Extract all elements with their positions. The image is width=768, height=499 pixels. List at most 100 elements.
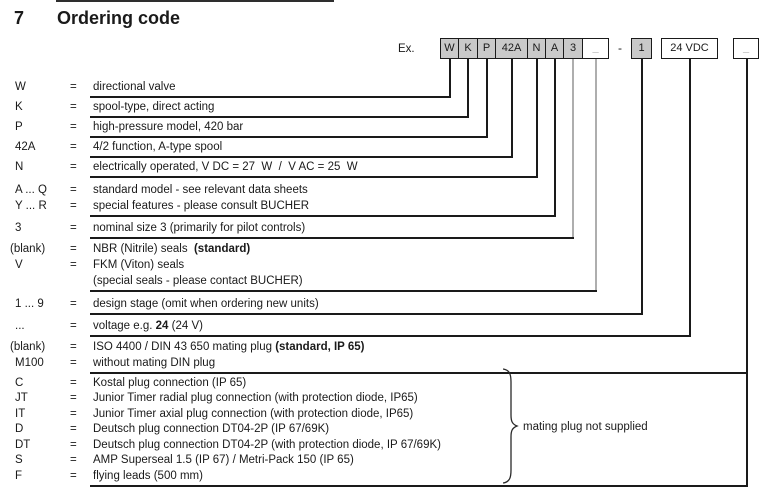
- top-rule: [56, 0, 334, 2]
- row-equals: =: [70, 454, 77, 466]
- row-equals: =: [70, 141, 77, 153]
- connector-line-horizontal: [90, 116, 469, 118]
- row-description: ISO 4400 / DIN 43 650 mating plug (stand…: [93, 341, 365, 353]
- row-description: 4/2 function, A-type spool: [93, 141, 223, 153]
- connector-line-vertical: [554, 59, 556, 217]
- row-equals: =: [70, 320, 77, 332]
- row-equals: =: [70, 341, 77, 353]
- row-code: K: [15, 101, 23, 113]
- row-equals: =: [70, 439, 77, 451]
- row-code: C: [15, 377, 24, 389]
- connector-line-horizontal: [90, 136, 488, 138]
- row-equals: =: [70, 161, 77, 173]
- row-description: voltage e.g. 24 (24 V): [93, 320, 203, 332]
- connector-line-vertical: [486, 59, 488, 138]
- row-description: Deutsch plug connection DT04-2P (IP 67/6…: [93, 423, 330, 435]
- row-description: standard model - see relevant data sheet…: [93, 184, 308, 196]
- grouping-brace: [503, 368, 519, 484]
- connector-line-horizontal: [90, 176, 538, 178]
- connector-line-horizontal: [90, 485, 748, 487]
- row-description: Junior Timer axial plug connection (with…: [93, 408, 414, 420]
- row-equals: =: [70, 423, 77, 435]
- row-description: directional valve: [93, 81, 176, 93]
- row-code: (blank): [10, 243, 46, 255]
- row-description: flying leads (500 mm): [93, 470, 203, 482]
- connector-line-vertical: [449, 59, 451, 98]
- section-number: 7: [14, 8, 25, 28]
- connector-line-horizontal: [90, 335, 691, 337]
- row-description: Deutsch plug connection DT04-2P (with pr…: [93, 439, 441, 451]
- example-label: Ex.: [398, 43, 415, 55]
- row-description: spool-type, direct acting: [93, 101, 215, 113]
- code-box-3: 3: [563, 38, 583, 59]
- row-code: Y ... R: [15, 200, 47, 212]
- connector-line-horizontal: [90, 156, 513, 158]
- connector-line-horizontal: [90, 372, 748, 374]
- row-description: nominal size 3 (primarily for pilot cont…: [93, 222, 306, 234]
- code-box-blank: _: [733, 38, 759, 59]
- mating-plug-note: mating plug not supplied: [523, 421, 648, 433]
- connector-line-horizontal: [90, 290, 597, 292]
- code-box-1: 1: [631, 38, 652, 59]
- row-equals: =: [70, 222, 77, 234]
- row-equals: =: [70, 357, 77, 369]
- code-box-a: A: [545, 38, 564, 59]
- row-code: S: [15, 454, 23, 466]
- row-equals: =: [70, 184, 77, 196]
- connector-line-vertical: [689, 59, 691, 337]
- row-equals: =: [70, 81, 77, 93]
- connector-line-vertical: [746, 59, 748, 487]
- connector-line-vertical: [467, 59, 469, 118]
- connector-line-vertical: [511, 59, 513, 158]
- connector-line-horizontal: [90, 313, 643, 315]
- row-description: electrically operated, V DC = 27 W / V A…: [93, 161, 358, 173]
- row-code: V: [15, 259, 23, 271]
- connector-line-vertical: [572, 59, 574, 239]
- row-description: AMP Superseal 1.5 (IP 67) / Metri-Pack 1…: [93, 454, 354, 466]
- code-box-42a: 42A: [495, 38, 528, 59]
- connector-line-vertical: [641, 59, 643, 315]
- row-code: 1 ... 9: [15, 298, 44, 310]
- row-code: DT: [15, 439, 31, 451]
- row-description: without mating DIN plug: [93, 357, 216, 369]
- row-description: special features - please consult BUCHER: [93, 200, 310, 212]
- row-description: FKM (Viton) seals: [93, 259, 185, 271]
- row-description: Kostal plug connection (IP 65): [93, 377, 247, 389]
- row-equals: =: [70, 259, 77, 271]
- row-equals: =: [70, 408, 77, 420]
- connector-line-vertical: [536, 59, 538, 178]
- code-box-w: W: [440, 38, 459, 59]
- row-description: design stage (omit when ordering new uni…: [93, 298, 319, 310]
- row-equals: =: [70, 377, 77, 389]
- row-equals: =: [70, 121, 77, 133]
- code-box-n: N: [527, 38, 546, 59]
- box-separator-dash: -: [618, 41, 622, 55]
- row-description: high-pressure model, 420 bar: [93, 121, 244, 133]
- row-equals: =: [70, 101, 77, 113]
- row-description: Junior Timer radial plug connection (wit…: [93, 392, 418, 404]
- row-equals: =: [70, 298, 77, 310]
- row-equals: =: [70, 243, 77, 255]
- code-box-k: K: [458, 38, 478, 59]
- code-box-blank: _: [582, 38, 609, 59]
- row-code: ...: [15, 320, 25, 332]
- connector-line-vertical: [595, 59, 597, 292]
- row-equals: =: [70, 470, 77, 482]
- row-code: F: [15, 470, 23, 482]
- connector-line-horizontal: [90, 96, 451, 98]
- row-description: (special seals - please contact BUCHER): [93, 275, 303, 287]
- row-code: IT: [15, 408, 26, 420]
- row-code: M100: [15, 357, 44, 369]
- row-code: 3: [15, 222, 22, 234]
- code-box-24-vdc: 24 VDC: [661, 38, 718, 59]
- row-code: 42A: [15, 141, 36, 153]
- code-box-p: P: [477, 38, 496, 59]
- row-code: N: [15, 161, 24, 173]
- row-code: JT: [15, 392, 28, 404]
- row-code: P: [15, 121, 23, 133]
- row-code: W: [15, 81, 26, 93]
- row-code: A ... Q: [15, 184, 47, 196]
- row-code: (blank): [10, 341, 46, 353]
- row-code: D: [15, 423, 24, 435]
